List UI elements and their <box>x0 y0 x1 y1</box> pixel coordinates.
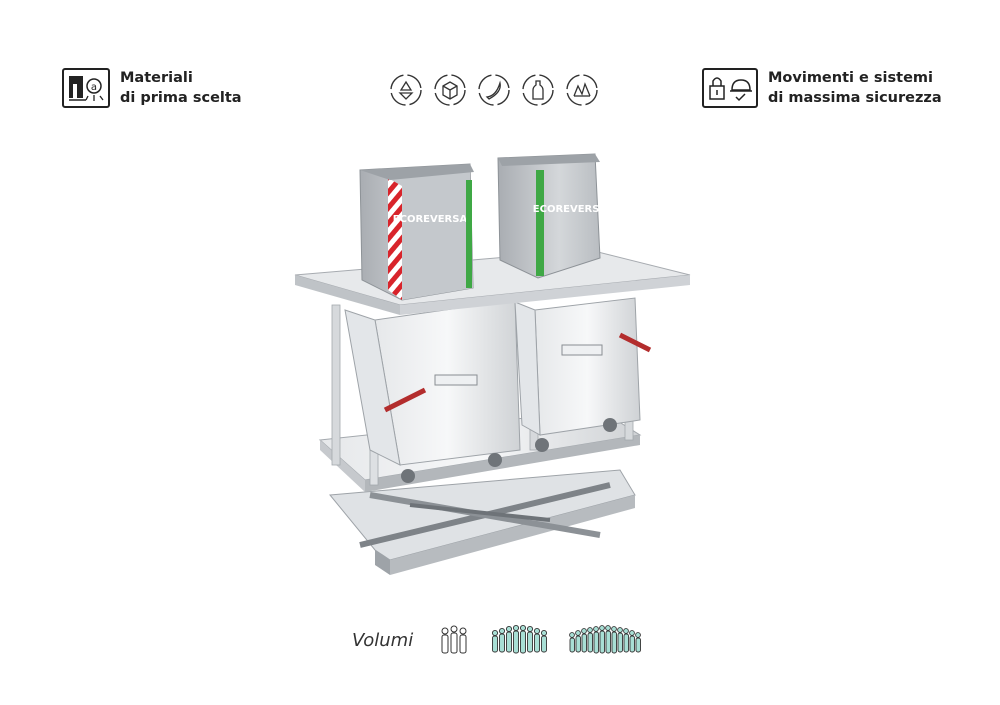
glass-recycle-icon <box>566 74 598 106</box>
box-recycle-icon <box>434 74 466 106</box>
feature-right-line1: Movimenti e sistemi <box>768 70 933 86</box>
bottle-icon <box>522 74 554 106</box>
volumi-label: Volumi <box>352 629 414 651</box>
feature-left-line2: di prima scelta <box>120 90 242 106</box>
container-right <box>514 297 652 452</box>
feature-left-line1: Materiali <box>120 70 193 86</box>
product-illustration: ECOREVERSA ECOREVERSA <box>294 153 691 575</box>
bin-right-brand: ECOREVERSA <box>533 204 608 215</box>
people-medium-icon <box>492 624 548 654</box>
recycle-icons-row <box>388 72 600 108</box>
feature-right-line2: di massima sicurezza <box>768 90 942 106</box>
feature-safety: Movimenti e sistemi di massima sicurezza <box>702 68 942 108</box>
recycle-icon <box>390 74 422 106</box>
people-small-icon <box>441 625 467 654</box>
scissor-lift-base <box>329 469 636 575</box>
container-left <box>344 299 521 483</box>
safety-lock-icon <box>702 68 758 108</box>
feature-materials: a Materiali di prima scelta <box>62 68 242 108</box>
volumi-section: Volumi <box>352 624 645 656</box>
people-large-icon <box>569 625 642 654</box>
banana-peel-icon <box>478 74 510 106</box>
bin-left: ECOREVERSA <box>359 163 474 301</box>
first-choice-material-icon: a <box>62 68 110 108</box>
bin-left-brand: ECOREVERSA <box>393 214 468 225</box>
bin-right: ECOREVERSA <box>497 153 608 279</box>
svg-text:a: a <box>91 82 97 93</box>
